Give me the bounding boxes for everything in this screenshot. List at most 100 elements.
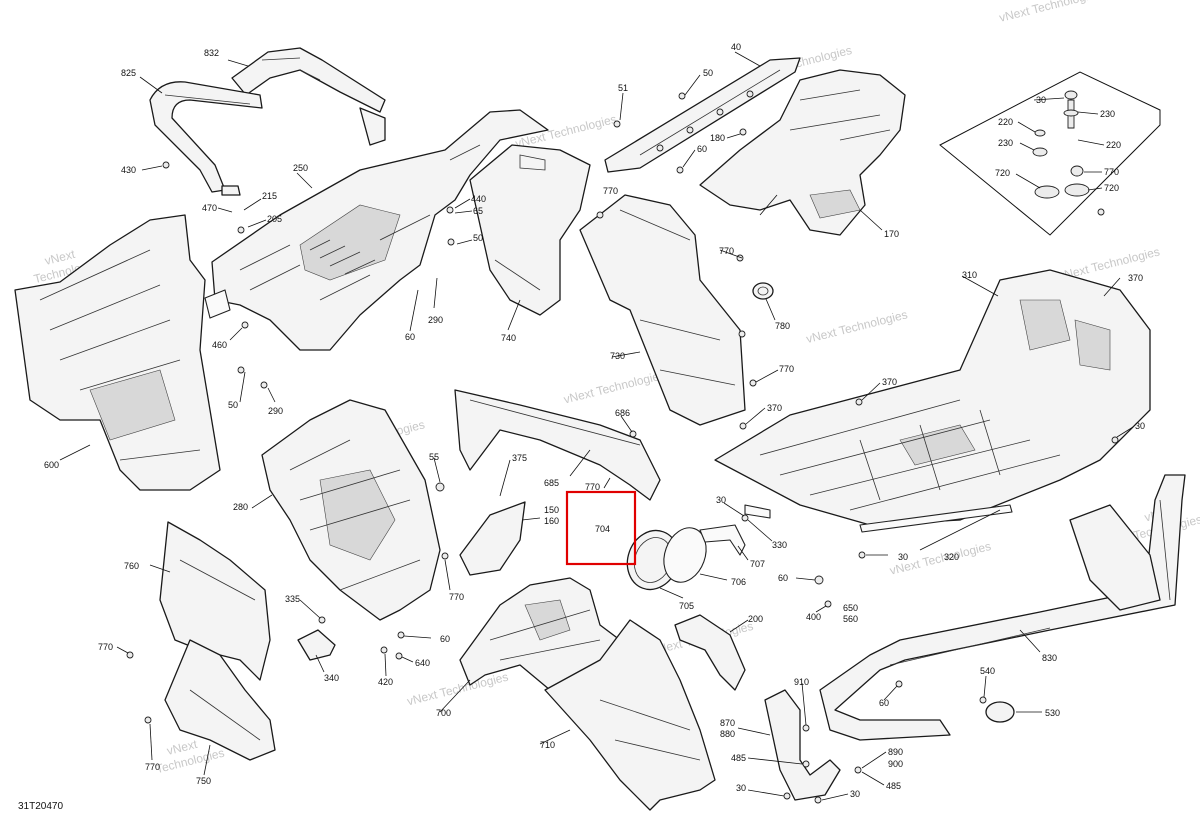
callout-60: 60: [440, 634, 450, 644]
part-685-dash-trim: [454, 389, 661, 501]
part-740-center-panel: [469, 144, 591, 316]
callout-40: 40: [731, 42, 741, 52]
callout-370: 370: [1128, 273, 1143, 283]
callout-780: 780: [775, 321, 790, 331]
part-200-bracket: [674, 614, 746, 691]
callout-710: 710: [540, 740, 555, 750]
callout-900: 900: [888, 759, 903, 769]
callout-30: 30: [716, 495, 726, 505]
callout-230: 230: [1100, 109, 1115, 119]
callout-705: 705: [679, 601, 694, 611]
callout-160: 160: [544, 516, 559, 526]
callout-685: 685: [544, 478, 559, 488]
callout-220: 220: [1106, 140, 1121, 150]
callout-704: 704: [595, 524, 610, 534]
callout-720: 720: [995, 168, 1010, 178]
part-750-lower-duct: [164, 639, 276, 761]
callout-760: 760: [124, 561, 139, 571]
callout-30: 30: [736, 783, 746, 793]
watermark-text: vNext Technologies: [406, 670, 510, 709]
callout-440: 440: [471, 194, 486, 204]
callout-370: 370: [767, 403, 782, 413]
part-825-tube-frame: [149, 81, 263, 196]
callout-205: 205: [267, 214, 282, 224]
callout-375: 375: [512, 453, 527, 463]
part-600-left-side-panel: [14, 214, 221, 491]
callout-30: 30: [898, 552, 908, 562]
callout-230: 230: [998, 138, 1013, 148]
callout-335: 335: [285, 594, 300, 604]
callout-750: 750: [196, 776, 211, 786]
callout-60: 60: [697, 144, 707, 154]
callout-250: 250: [293, 163, 308, 173]
highlight-box-704: [565, 490, 637, 566]
callout-310: 310: [962, 270, 977, 280]
callout-730: 730: [610, 351, 625, 361]
callout-870: 870: [720, 718, 735, 728]
callout-180: 180: [710, 133, 725, 143]
callout-700: 700: [436, 708, 451, 718]
callout-370: 370: [882, 377, 897, 387]
callout-706: 706: [731, 577, 746, 587]
part-280-front-frame: [261, 399, 441, 621]
callout-460: 460: [212, 340, 227, 350]
part-170-control-bracket: [699, 69, 906, 236]
watermark-text: vNext Technologies: [562, 368, 666, 407]
callout-540: 540: [980, 666, 995, 676]
callout-770: 770: [98, 642, 113, 652]
callout-290: 290: [428, 315, 443, 325]
callout-770: 770: [585, 482, 600, 492]
callout-890: 890: [888, 747, 903, 757]
callout-215: 215: [262, 191, 277, 201]
part-730-right-side-panel: [579, 194, 746, 426]
callout-825: 825: [121, 68, 136, 78]
callout-330: 330: [772, 540, 787, 550]
watermark-text: vNext Technologies: [805, 307, 909, 346]
part-310-rear-rack: [714, 269, 1151, 526]
part-530-round-cap: [985, 701, 1015, 723]
part-320-rail: [859, 504, 1013, 533]
callout-720: 720: [1104, 183, 1119, 193]
callout-65: 65: [473, 206, 483, 216]
part-250-front-console-frame: [204, 109, 549, 351]
callout-50: 50: [228, 400, 238, 410]
callout-170: 170: [884, 229, 899, 239]
callout-770: 770: [719, 246, 734, 256]
callout-770: 770: [449, 592, 464, 602]
callout-30: 30: [850, 789, 860, 799]
callout-60: 60: [405, 332, 415, 342]
callout-530: 530: [1045, 708, 1060, 718]
part-832-upper-bracket: [231, 47, 386, 146]
part-780-grommet: [752, 282, 774, 300]
callout-30: 30: [1135, 421, 1145, 431]
callout-880: 880: [720, 729, 735, 739]
callout-485: 485: [731, 753, 746, 763]
part-760-lower-panel: [159, 521, 271, 681]
callout-600: 600: [44, 460, 59, 470]
callout-470: 470: [202, 203, 217, 213]
callout-770: 770: [1104, 167, 1119, 177]
callout-340: 340: [324, 673, 339, 683]
part-330-rail: [744, 504, 771, 519]
callout-30: 30: [1036, 95, 1046, 105]
callout-770: 770: [145, 762, 160, 772]
hardware-inset: [939, 71, 1161, 236]
leader-lines: [59, 51, 1134, 801]
callout-910: 910: [794, 677, 809, 687]
callout-50: 50: [703, 68, 713, 78]
callout-55: 55: [429, 452, 439, 462]
callout-50: 50: [473, 233, 483, 243]
callout-220: 220: [998, 117, 1013, 127]
callout-51: 51: [618, 83, 628, 93]
part-706-gauge-bezel: [663, 527, 707, 583]
callout-290: 290: [268, 406, 283, 416]
callout-420: 420: [378, 677, 393, 687]
callout-430: 430: [121, 165, 136, 175]
callout-150: 150: [544, 505, 559, 515]
callout-707: 707: [750, 559, 765, 569]
callout-770: 770: [603, 186, 618, 196]
part-830-front-bumper: [819, 474, 1186, 741]
callout-640: 640: [415, 658, 430, 668]
part-870-mount-bracket: [764, 689, 841, 801]
